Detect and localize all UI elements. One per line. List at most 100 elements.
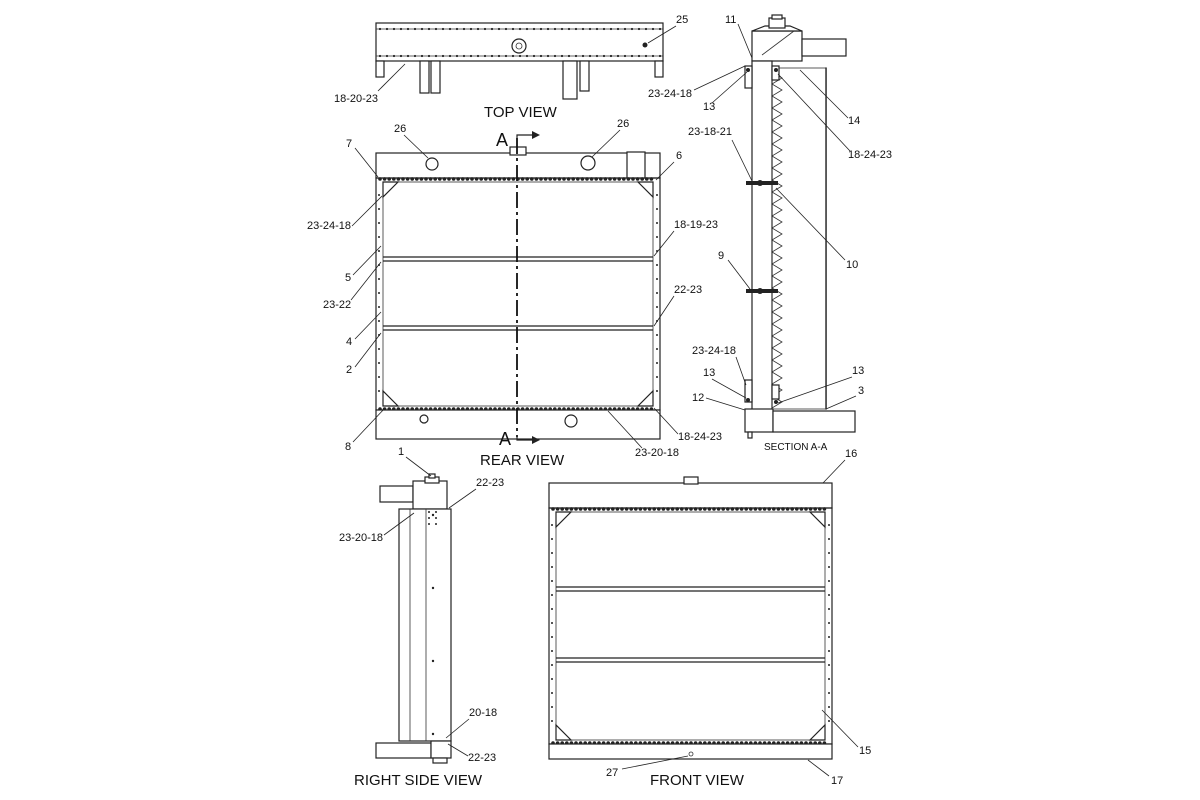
callout-2: 2 (346, 364, 352, 376)
hole-mark (828, 692, 830, 694)
bolt-mark (532, 27, 536, 31)
bolt-mark (539, 27, 543, 31)
hole-mark (828, 538, 830, 540)
bolt-mark (442, 177, 447, 181)
bolt-mark (652, 507, 656, 511)
bolt-mark (483, 27, 487, 31)
bolt-mark (488, 177, 493, 181)
bolt-mark (601, 507, 606, 511)
bolt-mark (441, 27, 445, 31)
callout-18-19-23: 18-19-23 (674, 219, 718, 231)
hole-mark (551, 706, 553, 708)
hole-mark (828, 664, 830, 666)
bolt-mark (624, 507, 629, 511)
bolt-mark (615, 507, 620, 511)
front-view (548, 476, 833, 760)
bolt-mark (469, 27, 473, 31)
bolt-mark (602, 27, 606, 31)
bolt-mark (580, 177, 585, 181)
bolt-mark (566, 177, 571, 181)
bolt-mark (427, 27, 431, 31)
bolt-mark (634, 507, 638, 511)
hole-mark (656, 376, 658, 378)
hole-mark (656, 292, 658, 294)
bolt-mark (592, 507, 597, 511)
hole-mark (551, 678, 553, 680)
bolt-mark (493, 177, 497, 181)
hole-mark (828, 706, 830, 708)
right-side-view (375, 473, 452, 764)
bolt-mark (448, 27, 452, 31)
hole-mark (378, 292, 380, 294)
callout-23-24-18-rear: 23-24-18 (307, 220, 351, 232)
bolt-mark (611, 507, 615, 511)
bolt-mark (406, 54, 410, 58)
bolt-mark (424, 177, 428, 181)
bolt-mark (637, 54, 641, 58)
bolt-mark (462, 27, 466, 31)
bolt-mark (447, 177, 451, 181)
hole-mark (551, 608, 553, 610)
hole-mark (828, 566, 830, 568)
bolt-mark (387, 177, 392, 181)
callout-1: 1 (398, 446, 404, 458)
bolt-mark (490, 27, 494, 31)
bolt-mark (804, 507, 808, 511)
bolt-mark (594, 177, 598, 181)
hole-mark (828, 650, 830, 652)
hole-mark (378, 194, 380, 196)
hole-mark (828, 622, 830, 624)
hole-mark (828, 594, 830, 596)
bolt-mark (818, 507, 822, 511)
bolt-mark (578, 507, 583, 511)
hole-mark (656, 222, 658, 224)
bolt-mark (758, 507, 762, 511)
bolt-mark (813, 507, 817, 511)
bolt-mark (612, 177, 617, 181)
bolt-mark (576, 177, 580, 181)
bolt-mark (518, 27, 522, 31)
bolt-mark (571, 177, 575, 181)
bolt-mark (484, 177, 488, 181)
bolt-mark (465, 177, 470, 181)
bolt-mark (428, 177, 433, 181)
bolt-mark (643, 507, 647, 511)
hole-mark (551, 650, 553, 652)
bolt-mark (693, 507, 698, 511)
callout-23-22: 23-22 (323, 299, 351, 311)
callout-10: 10 (846, 259, 858, 271)
bolt-mark (476, 54, 480, 58)
bolt-mark (637, 27, 641, 31)
bolt-mark (455, 27, 459, 31)
bolt-mark (581, 27, 585, 31)
bolt-mark (651, 54, 655, 58)
bolt-mark (569, 507, 574, 511)
bolt-mark (635, 177, 640, 181)
hole-mark (378, 250, 380, 252)
bolt-mark (438, 177, 442, 181)
bolt-mark (441, 54, 445, 58)
top-view-title: TOP VIEW (484, 104, 558, 121)
bolt-mark (808, 507, 813, 511)
bolt-mark (567, 27, 571, 31)
bolt-mark (707, 507, 712, 511)
bolt-mark (520, 177, 525, 181)
bolt-mark (776, 507, 781, 511)
bolt-mark (647, 507, 652, 511)
callout-14: 14 (848, 115, 860, 127)
bolt-mark (790, 507, 794, 511)
bolt-mark (543, 177, 548, 181)
bolt-mark (616, 27, 620, 31)
hole-mark (435, 511, 437, 513)
bolt-mark (497, 177, 502, 181)
bolt-mark (555, 507, 560, 511)
bolt-mark (504, 27, 508, 31)
bolt-mark (470, 177, 474, 181)
section-mark-top: A (496, 130, 508, 150)
bolt-mark (588, 27, 592, 31)
bolt-mark (396, 177, 401, 181)
hole-mark (551, 566, 553, 568)
bolt-mark (504, 54, 508, 58)
callout-12: 12 (692, 392, 704, 404)
bolt-mark (565, 507, 569, 511)
